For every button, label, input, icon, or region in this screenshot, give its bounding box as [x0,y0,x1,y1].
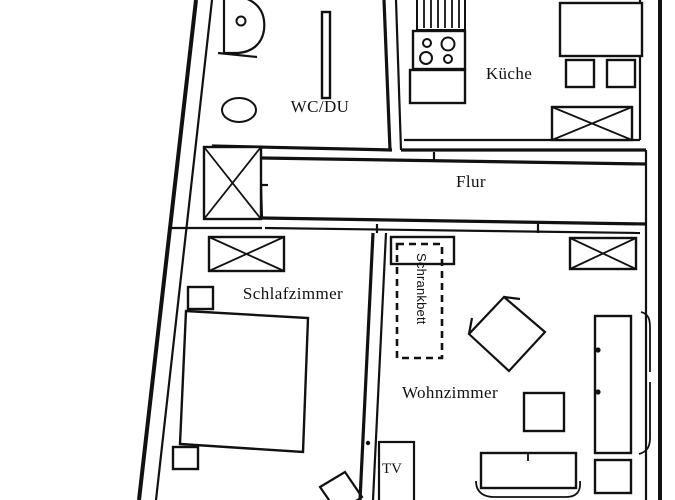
kitchen-fixtures [408,0,644,142]
room-label-schlafzimmer: Schlafzimmer [243,284,343,303]
kitchen-window-icon [550,105,634,142]
living-window-icon [568,236,638,271]
hallway-wall-bottom-inner [264,226,641,235]
toilet-icon [221,97,257,123]
kitchen-counter [408,68,467,105]
nightstand-bottom-icon [171,445,200,471]
armchair-icon [475,451,581,498]
hallway-window-icon [202,145,263,221]
hallway-wall-top [261,156,647,166]
living-table-rotated-icon [467,295,547,373]
exterior-wall-left-outer [137,0,198,500]
side-table-icon [522,391,566,433]
partition-wall-left [358,232,375,500]
tv-niche-icon [377,440,416,500]
bedroom-window-icon [207,235,286,273]
stove-icon [411,29,467,71]
ottoman-icon [593,458,633,495]
chair-right-icon [605,58,637,89]
bedroom-chair-partial-icon [318,470,364,500]
shower-tub-lip [217,51,258,59]
kitchen-cabinet-slats [416,0,466,31]
partition-wall-right [371,232,388,500]
bedroom-fixtures [171,235,364,500]
chair-left-icon [564,58,596,89]
burner-top-left [422,38,432,48]
bed-icon [178,309,310,454]
burner-top-right [440,36,456,52]
exterior-wall-left-inner [154,0,214,500]
nightstand-top-icon [186,285,215,311]
wardrobe-cabinet-icon [389,235,456,266]
room-label-wc-du: WC/DU [291,97,350,116]
outer-walls [137,0,662,500]
furniture-label-tv: TV [382,461,402,477]
living-table-corner-marks [467,295,521,335]
wc-du-fixtures [217,0,332,123]
burner-bottom-right [443,54,453,64]
furniture-label-schrankbett: Schrankbett [414,253,429,325]
shower-tub-icon [224,0,266,55]
room-label-flur: Flur [456,172,486,191]
hallway-wall-bottom [261,216,647,226]
living-room-fixtures [377,235,651,500]
dining-table-icon [558,1,644,58]
wc-wall-right-outer [394,0,403,151]
partition-door-dot [365,440,371,446]
furniture-labels: Schrankbett TV [382,253,429,477]
room-label-wohnzimmer: Wohnzimmer [402,383,498,402]
wc-wall-right [382,0,392,151]
shower-drain-icon [235,15,247,27]
room-label-kueche: Küche [486,64,532,83]
sofa-icon [593,311,651,455]
schrankbett-outline [395,242,444,360]
sofa-cushion-mark-2 [595,389,601,395]
sofa-cushion-mark-1 [595,347,601,353]
hallway-walls [170,145,647,235]
room-labels: WC/DU Küche Flur Schlafzimmer Wohnzimmer [243,64,532,402]
partition-wall-bedroom-living [358,232,388,500]
radiator-icon [320,10,332,100]
burner-bottom-left [419,51,433,65]
